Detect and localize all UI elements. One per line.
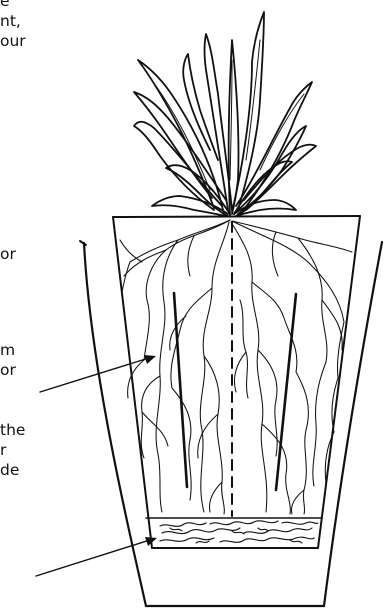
- drainage-material: [160, 521, 318, 543]
- caption-line: our: [0, 31, 26, 51]
- plant-foliage: [134, 12, 316, 216]
- caption-line: or: [0, 360, 16, 380]
- caption-block-top: e nt, our: [0, 0, 26, 51]
- support-stakes: [174, 222, 296, 516]
- caption-line: or: [0, 244, 16, 264]
- caption-line: the: [0, 420, 25, 440]
- caption-line: e: [0, 0, 26, 11]
- caption-line: r: [0, 440, 25, 460]
- inner-pot-left-wall: [113, 217, 152, 548]
- caption-block-roots: m or: [0, 340, 16, 380]
- caption-block-inner-pot: or: [0, 244, 16, 264]
- arrowhead-roots: [144, 355, 156, 364]
- caption-line: de: [0, 460, 25, 480]
- inner-pot: [113, 216, 360, 548]
- caption-line: nt,: [0, 11, 26, 31]
- caption-block-gap: the r de: [0, 420, 25, 480]
- stake-left: [174, 293, 187, 487]
- pointer-lines: [36, 357, 153, 576]
- root-ball: [120, 220, 352, 514]
- caption-line: m: [0, 340, 16, 360]
